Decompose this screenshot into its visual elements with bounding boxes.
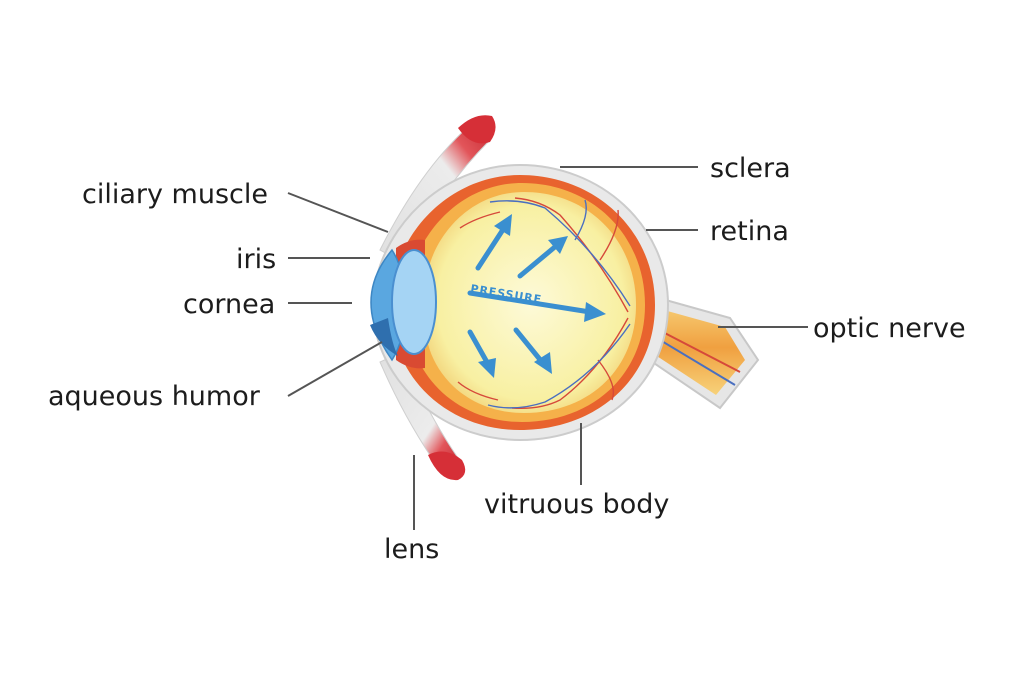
label-optic-nerve: optic nerve: [813, 313, 966, 344]
retinal-vessels: [457, 197, 631, 410]
label-vitreous-body: vitruous body: [484, 489, 669, 520]
label-sclera: sclera: [710, 153, 791, 184]
label-cornea: cornea: [183, 289, 275, 320]
label-retina: retina: [710, 216, 789, 247]
label-iris: iris: [236, 244, 276, 275]
leader-lines: [287, 166, 808, 530]
lens-shape: [391, 249, 437, 355]
label-ciliary-muscle: ciliary muscle: [82, 179, 268, 210]
pressure-arrows: [467, 214, 606, 378]
label-lens: lens: [384, 534, 439, 565]
label-aqueous-humor: aqueous humor: [48, 381, 261, 412]
